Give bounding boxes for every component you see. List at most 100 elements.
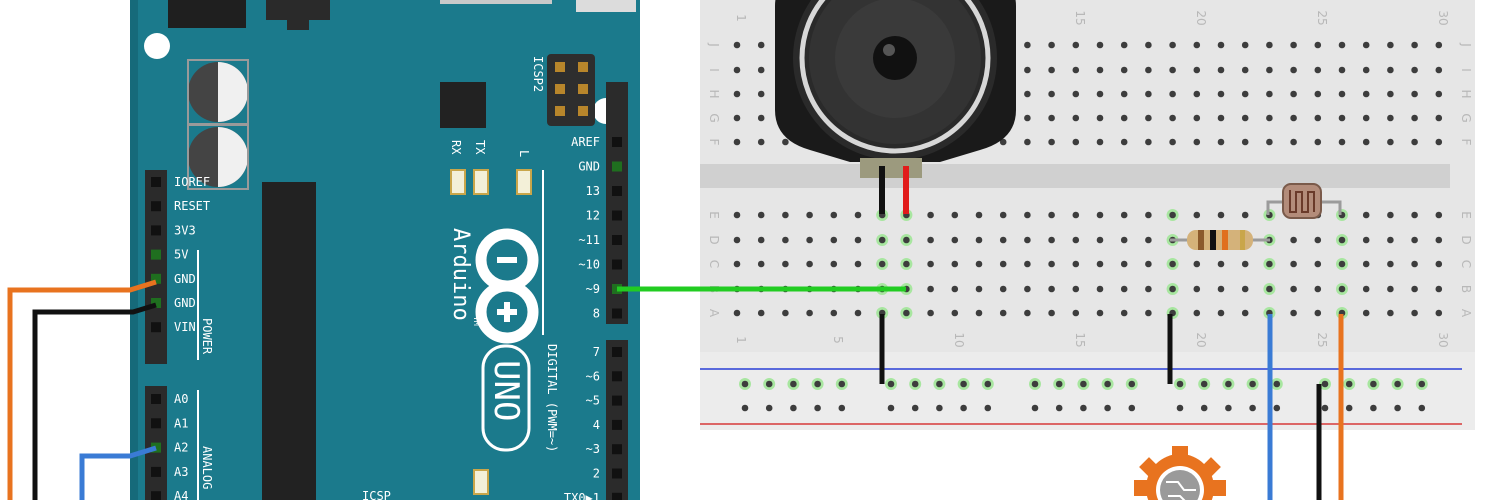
breadboard-hole bbox=[1217, 114, 1225, 122]
header-pin bbox=[612, 492, 622, 500]
row-letter: G bbox=[707, 113, 721, 122]
breadboard-hole bbox=[951, 260, 959, 268]
breadboard-hole bbox=[1024, 285, 1031, 293]
breadboard-hole bbox=[1314, 66, 1322, 74]
digital-label: DIGITAL (PWM=~) bbox=[545, 344, 559, 452]
breadboard-hole bbox=[1362, 114, 1370, 122]
rail-hole bbox=[911, 404, 919, 412]
breadboard-hole bbox=[1411, 138, 1418, 146]
icsp-label: ICSP bbox=[362, 489, 391, 500]
column-number: 5 bbox=[831, 336, 845, 344]
header-pin bbox=[151, 201, 161, 212]
rx-led bbox=[450, 169, 466, 195]
breadboard-hole bbox=[1120, 309, 1128, 317]
rail-hole bbox=[1370, 380, 1377, 388]
breadboard-hole bbox=[1072, 236, 1080, 244]
breadboard-hole bbox=[1096, 309, 1104, 317]
row-letter: H bbox=[707, 89, 721, 98]
column-number: 10 bbox=[952, 332, 966, 347]
rail-hole bbox=[936, 404, 943, 412]
pin-label: A0 bbox=[174, 392, 188, 406]
breadboard-hole bbox=[757, 41, 765, 49]
breadboard-hole bbox=[1072, 114, 1080, 122]
header-pin bbox=[151, 322, 161, 333]
header-pin bbox=[612, 259, 622, 270]
header-pin bbox=[612, 186, 622, 196]
breadboard-hole bbox=[1290, 66, 1297, 74]
pin-label: GND bbox=[174, 296, 196, 310]
header-pin bbox=[151, 491, 161, 500]
breadboard-hole bbox=[1193, 309, 1201, 317]
speaker-dustcap-highlight bbox=[883, 44, 895, 56]
breadboard-hole bbox=[757, 114, 765, 122]
breadboard-hole bbox=[757, 90, 765, 98]
breadboard-hole bbox=[1169, 138, 1176, 146]
rail-hole bbox=[1418, 380, 1426, 388]
breadboard-hole bbox=[1362, 309, 1370, 317]
breadboard-hole bbox=[854, 236, 862, 244]
breadboard-hole bbox=[1024, 309, 1031, 317]
tx-label: TX bbox=[473, 140, 487, 155]
breadboard-hole bbox=[1096, 236, 1104, 244]
pin-label: VIN bbox=[174, 320, 196, 334]
breadboard-hole bbox=[757, 66, 765, 74]
rail-hole bbox=[814, 380, 821, 388]
rail-hole bbox=[814, 404, 821, 412]
breadboard-hole bbox=[1120, 285, 1128, 293]
row-letter: E bbox=[1459, 211, 1473, 219]
rail-hole bbox=[984, 380, 992, 388]
breadboard-hole bbox=[1290, 309, 1297, 317]
power-header-pins bbox=[151, 177, 161, 333]
breadboard-hole bbox=[782, 236, 789, 244]
breadboard-hole bbox=[1387, 41, 1394, 49]
breadboard-hole bbox=[1362, 66, 1370, 74]
breadboard-hole bbox=[1266, 41, 1273, 49]
pin-label: 4 bbox=[593, 418, 600, 432]
rail-hole bbox=[1055, 404, 1063, 412]
row-letter: H bbox=[1459, 89, 1473, 98]
breadboard-hole bbox=[1435, 260, 1443, 268]
breadboard-hole bbox=[1338, 90, 1346, 98]
row-letter: B bbox=[1459, 285, 1473, 293]
breadboard-hole bbox=[1193, 90, 1201, 98]
breadboard-hole bbox=[854, 211, 862, 219]
breadboard-hole bbox=[1362, 211, 1370, 219]
breadboard-hole bbox=[1120, 41, 1128, 49]
header-pin bbox=[151, 225, 161, 236]
analog-header-pins bbox=[151, 394, 161, 500]
rail-hole bbox=[838, 380, 846, 388]
breadboard-hole bbox=[927, 211, 934, 219]
header-pin bbox=[151, 466, 161, 477]
header-pin bbox=[151, 177, 161, 187]
breadboard-hole bbox=[1072, 285, 1080, 293]
breadboard-hole bbox=[1314, 309, 1322, 317]
breadboard-hole bbox=[757, 138, 765, 146]
breadboard-hole bbox=[1338, 114, 1346, 122]
rail-hole bbox=[1200, 380, 1208, 388]
rail-hole bbox=[1225, 380, 1232, 388]
breadboard-hole bbox=[1048, 285, 1055, 293]
breadboard-hole bbox=[1072, 90, 1080, 98]
rail-hole bbox=[1104, 380, 1111, 388]
header-pin bbox=[612, 235, 622, 245]
breadboard-hole bbox=[1387, 114, 1394, 122]
pcb-edge-shade bbox=[130, 0, 138, 500]
rail-hole bbox=[1273, 380, 1281, 388]
breadboard-hole bbox=[999, 309, 1007, 317]
breadboard-hole bbox=[1266, 285, 1273, 293]
arduino-logo bbox=[475, 228, 539, 344]
breadboard-hole bbox=[1145, 285, 1152, 293]
breadboard-hole bbox=[1241, 66, 1249, 74]
breadboard-hole bbox=[1096, 66, 1104, 74]
photoresistor bbox=[1266, 183, 1342, 219]
breadboard-hole bbox=[1096, 41, 1104, 49]
breadboard-hole bbox=[733, 41, 741, 49]
breadboard-hole bbox=[1387, 236, 1394, 244]
capacitor bbox=[187, 124, 249, 190]
header-pin bbox=[612, 468, 622, 479]
breadboard-hole bbox=[951, 211, 959, 219]
breadboard-hole bbox=[999, 138, 1007, 146]
breadboard-hole bbox=[1193, 41, 1201, 49]
breadboard-hole bbox=[1266, 114, 1273, 122]
